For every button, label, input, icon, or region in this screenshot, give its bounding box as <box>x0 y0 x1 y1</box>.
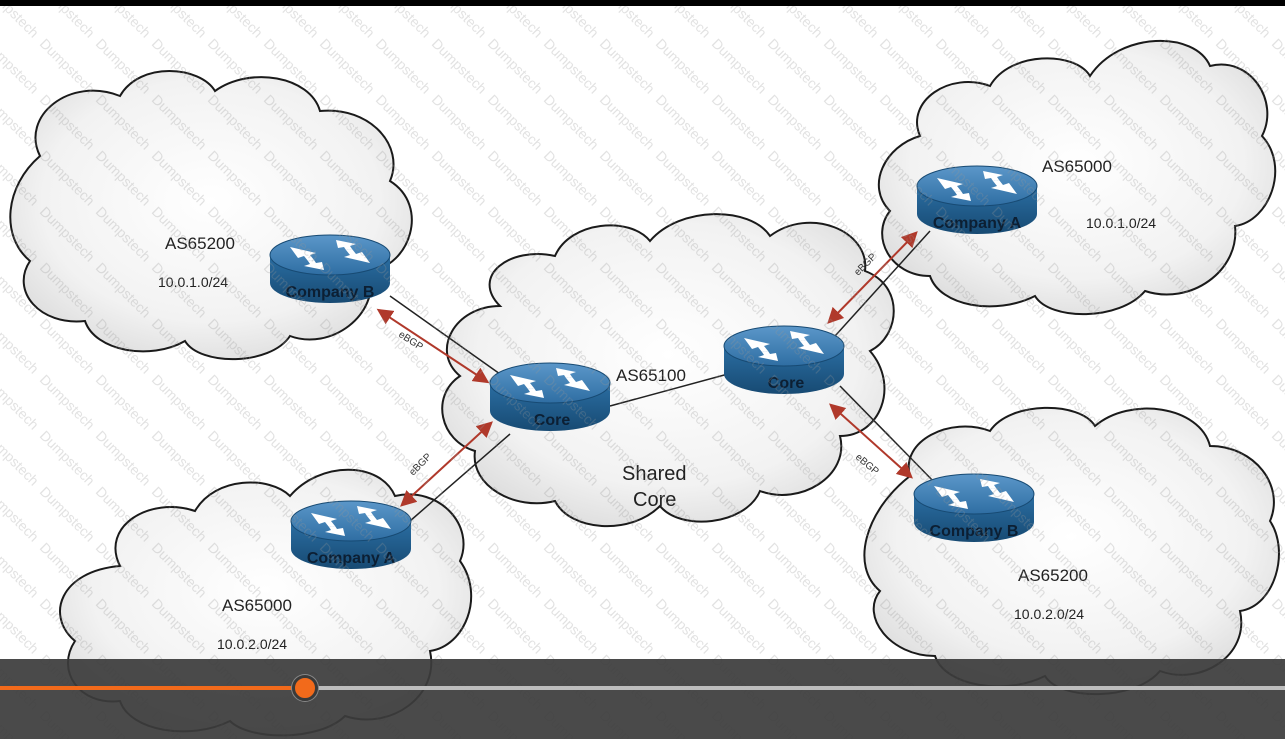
router-label: Company B <box>930 523 1019 540</box>
network-label-bottom-right: 10.0.2.0/24 <box>1014 606 1084 622</box>
shared-core-label-line2: Core <box>633 489 676 511</box>
network-label-top-left: 10.0.1.0/24 <box>158 274 228 290</box>
ebgp-arrow-bottom-left <box>400 421 493 507</box>
ebgp-arrow-top-right <box>827 231 918 324</box>
as-label-bottom-right: AS65200 <box>1018 566 1088 585</box>
cloud-top-left <box>9 70 413 361</box>
router-arrows-icon <box>934 479 1014 509</box>
progress-scrubber-handle[interactable] <box>291 675 318 701</box>
video-frame: eBGP eBGP eBGP eBGP Company B <box>0 6 1285 739</box>
link-core-companyb-br <box>839 385 941 489</box>
router-company-b-top-left: Company B <box>269 234 391 303</box>
router-core-right: Core <box>723 325 845 394</box>
cloud-bottom-right <box>863 406 1280 696</box>
ebgp-arrow-top-left <box>376 308 490 384</box>
network-label-top-right: 10.0.1.0/24 <box>1086 215 1156 231</box>
progress-fill <box>0 686 305 690</box>
ebgp-label-bottom-left: eBGP <box>407 451 434 478</box>
router-label: Company B <box>286 284 375 301</box>
shared-core-label-line1: Shared <box>622 463 687 485</box>
router-label: Core <box>534 412 571 429</box>
as-label-top-right: AS65000 <box>1042 157 1112 176</box>
network-label-bottom-left: 10.0.2.0/24 <box>217 636 287 652</box>
link-core-core <box>609 373 729 407</box>
as-label-shared-core: AS65100 <box>616 366 686 385</box>
ebgp-label-bottom-right: eBGP <box>853 452 881 478</box>
router-company-b-bottom-right: Company B <box>913 473 1035 542</box>
ebgp-label-top-left: eBGP <box>396 329 425 353</box>
router-arrows-icon <box>290 240 370 270</box>
router-company-a-top-right: Company A <box>916 165 1038 234</box>
ebgp-arrow-bottom-right <box>829 403 913 479</box>
router-arrows-icon <box>937 171 1017 201</box>
router-label: Core <box>768 375 805 392</box>
router-arrows-icon <box>744 331 824 361</box>
network-diagram: eBGP eBGP eBGP eBGP Company B <box>9 39 1280 737</box>
as-label-bottom-left: AS65000 <box>222 596 292 615</box>
video-player-controls <box>0 659 1285 739</box>
router-company-a-bottom-left: Company A <box>290 500 412 569</box>
router-label: Company A <box>307 550 396 567</box>
router-label: Company A <box>933 215 1022 232</box>
progress-bar[interactable] <box>0 675 1285 701</box>
router-arrows-icon <box>311 506 391 536</box>
router-arrows-icon <box>510 368 590 398</box>
router-core-left: Core <box>489 362 611 431</box>
as-label-top-left: AS65200 <box>165 234 235 253</box>
